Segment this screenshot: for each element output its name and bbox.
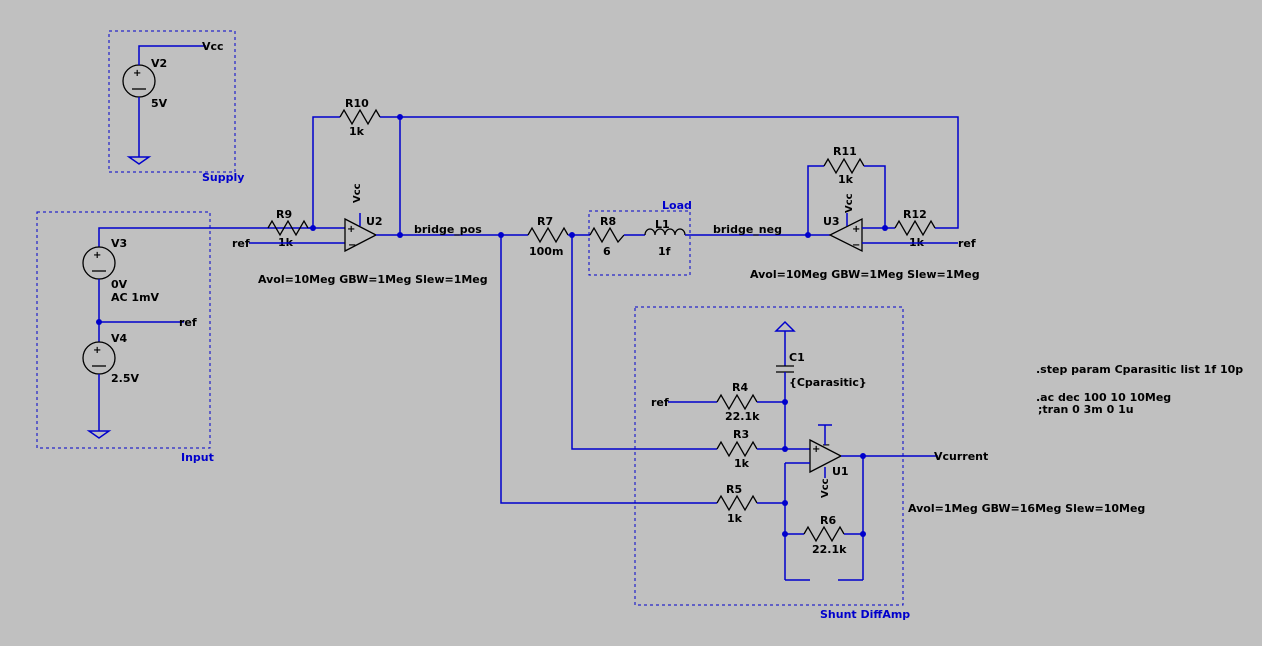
u1-ref: U1	[832, 465, 849, 478]
svg-text:+: +	[347, 224, 355, 235]
u1-params: Avol=1Meg GBW=16Meg Slew=10Meg	[908, 502, 1145, 515]
r5-resistor[interactable]	[716, 494, 758, 512]
r7-resistor[interactable]	[527, 226, 569, 244]
wire-bridge-pos-r5	[500, 235, 717, 504]
r10-resistor[interactable]	[339, 108, 381, 126]
bridge-pos-label: bridge_pos	[414, 223, 482, 236]
u3-vcc-label: Vcc	[844, 193, 855, 213]
v3-value: 0V	[111, 278, 128, 291]
tran-directive[interactable]: ;tran 0 3m 0 1u	[1038, 403, 1134, 416]
r11-ref: R11	[833, 145, 857, 158]
u1-opamp[interactable]: + −	[809, 438, 843, 474]
l1-ref: L1	[655, 218, 670, 231]
input-box	[36, 211, 211, 449]
r3-value: 1k	[734, 457, 750, 470]
r4-resistor[interactable]	[716, 393, 758, 411]
r11-resistor[interactable]	[823, 157, 865, 175]
u2-vcc-label: Vcc	[352, 183, 363, 203]
u2-params: Avol=10Meg GBW=1Meg Slew=1Meg	[258, 273, 488, 286]
r11-value: 1k	[838, 173, 854, 186]
r9-resistor[interactable]	[267, 219, 309, 237]
svg-text:−: −	[852, 240, 860, 251]
u2-ref: U2	[366, 215, 383, 228]
supply-box-label: Supply	[202, 171, 244, 184]
r7-value: 100m	[529, 245, 563, 258]
junction	[860, 531, 866, 537]
c1-ref: C1	[789, 351, 805, 364]
wire-r11-left	[807, 165, 824, 235]
wire-v3-top	[98, 227, 313, 247]
r9-ref: R9	[276, 208, 292, 221]
r7-ref: R7	[537, 215, 553, 228]
r3-ref: R3	[733, 428, 749, 441]
supply-box	[108, 30, 236, 173]
c1-top-node	[774, 320, 796, 332]
junction	[397, 232, 403, 238]
v2-value: 5V	[151, 97, 168, 110]
r6-value: 22.1k	[812, 543, 847, 556]
junction	[882, 225, 888, 231]
v4-source[interactable]: +	[82, 341, 116, 375]
svg-text:−: −	[348, 240, 356, 251]
ground-icon	[126, 156, 152, 165]
svg-text:+: +	[133, 68, 141, 79]
u3-params: Avol=10Meg GBW=1Meg Slew=1Meg	[750, 268, 980, 281]
wire-r7-r3	[571, 235, 717, 450]
junction	[96, 319, 102, 325]
r8-value: 6	[603, 245, 611, 258]
input-ref-label: ref	[179, 316, 197, 329]
v4-ref: V4	[111, 332, 128, 345]
v3-ref: V3	[111, 237, 127, 250]
r4-ref: R4	[732, 381, 748, 394]
load-box-label: Load	[662, 199, 692, 212]
load-box	[588, 210, 691, 276]
vcurrent-label: Vcurrent	[934, 450, 988, 463]
v2-ref: V2	[151, 57, 167, 70]
c1-capacitor[interactable]	[776, 365, 794, 373]
u3-ref-net-label: ref	[958, 237, 976, 250]
r4-value: 22.1k	[725, 410, 760, 423]
wire-r10-left	[312, 116, 340, 228]
v4-value: 2.5V	[111, 372, 139, 385]
svg-text:−: −	[822, 440, 830, 451]
v3-source[interactable]: +	[82, 246, 116, 280]
r12-resistor[interactable]	[894, 219, 936, 237]
wire-v2-vcc	[138, 45, 206, 65]
svg-text:+: +	[93, 250, 101, 261]
step-directive[interactable]: .step param Cparasitic list 1f 10p	[1036, 363, 1243, 376]
ac-directive[interactable]: .ac dec 100 10 10Meg	[1036, 391, 1171, 404]
l1-value: 1f	[658, 245, 671, 258]
r6-ref: R6	[820, 514, 836, 527]
u2-ref-net-label: ref	[232, 237, 250, 250]
r5-ref: R5	[726, 483, 742, 496]
r4-ref-net-label: ref	[651, 396, 669, 409]
r5-value: 1k	[727, 512, 743, 525]
u1-vcc-label: Vcc	[820, 478, 831, 498]
v3-ac-value: AC 1mV	[111, 291, 160, 304]
input-box-label: Input	[181, 451, 214, 464]
diffamp-box-label: Shunt DiffAmp	[820, 608, 910, 621]
r8-resistor[interactable]	[589, 226, 625, 244]
r8-ref: R8	[600, 215, 616, 228]
r10-ref: R10	[345, 97, 369, 110]
c1-value: {Cparasitic}	[789, 376, 867, 389]
u3-ref: U3	[823, 215, 840, 228]
wire-r11-right	[864, 165, 886, 228]
svg-text:+: +	[852, 224, 860, 235]
wire-r10-feedback	[380, 116, 959, 229]
svg-text:+: +	[812, 444, 820, 455]
bridge-neg-label: bridge_neg	[713, 223, 782, 236]
v2-vcc-label: Vcc	[202, 40, 224, 53]
r3-resistor[interactable]	[716, 440, 758, 458]
l1-inductor[interactable]	[644, 228, 686, 236]
r12-ref: R12	[903, 208, 927, 221]
ground-icon	[86, 430, 112, 439]
r10-value: 1k	[349, 125, 365, 138]
svg-text:+: +	[93, 345, 101, 356]
u3-opamp[interactable]: + −	[828, 217, 863, 253]
r6-resistor[interactable]	[803, 525, 845, 543]
u2-opamp[interactable]: + −	[344, 217, 378, 253]
